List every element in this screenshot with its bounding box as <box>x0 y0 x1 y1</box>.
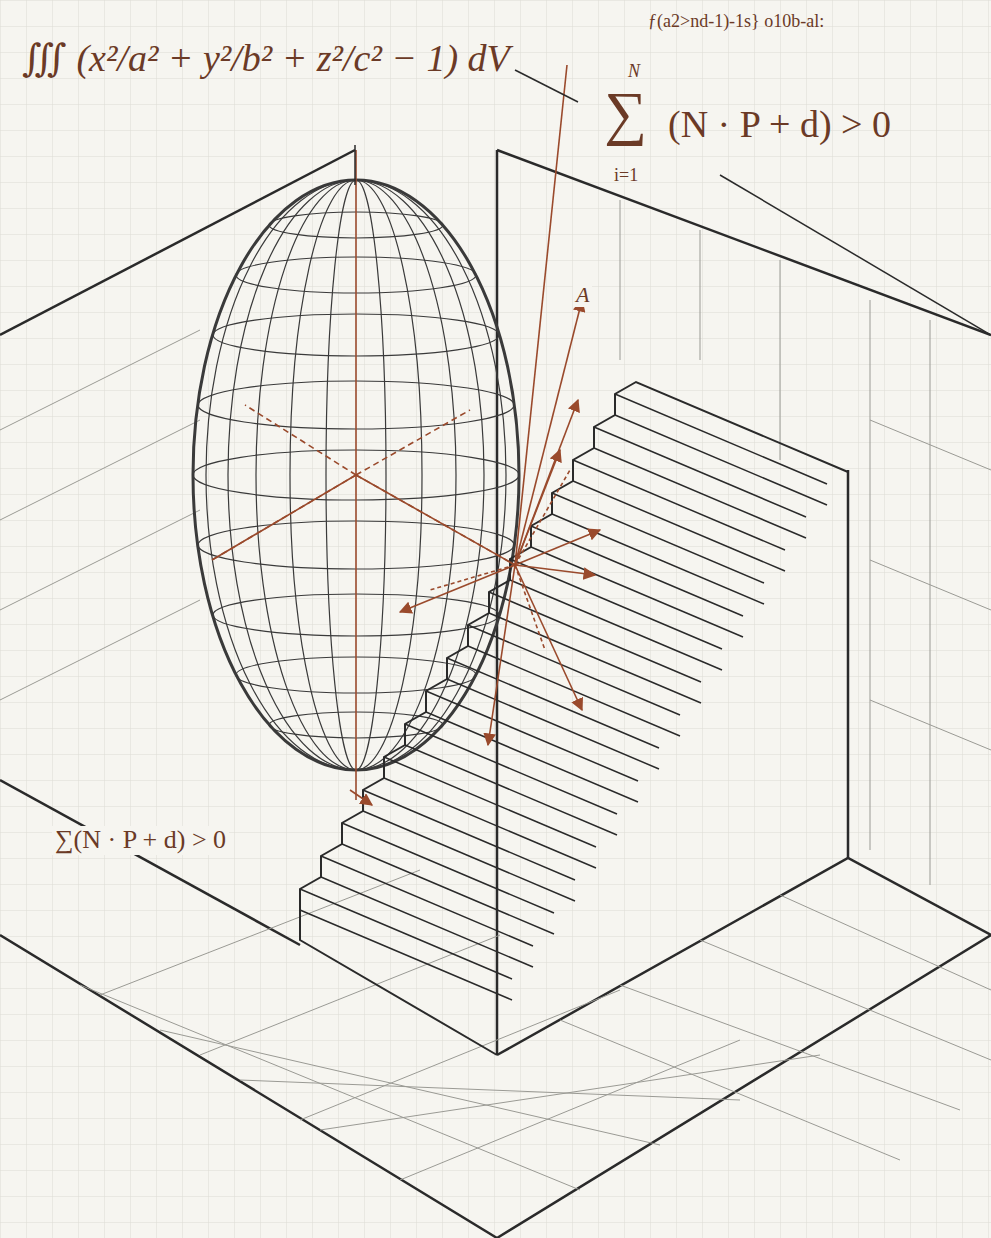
sum-index: i=1 <box>614 166 638 186</box>
plane-inequality: ∑(N · P + d) > 0 <box>52 826 229 855</box>
vector-label: A <box>573 283 592 307</box>
plane-inequality: (N · P + d) > 0 <box>668 104 891 146</box>
leader-lines <box>355 70 991 335</box>
sum-symbol: ∑ <box>604 80 647 146</box>
garbled-note: ƒ(a2>nd-1)-1s} o10b-al: <box>648 12 824 32</box>
vectors <box>212 65 600 805</box>
volume-integral: ∭ (x²/a² + y²/b² + z²/c² − 1) dV <box>22 38 510 80</box>
sum-limit: N <box>628 62 640 82</box>
room-outline <box>0 150 991 1238</box>
staircase <box>300 382 848 1055</box>
wall-grid <box>0 200 991 1190</box>
